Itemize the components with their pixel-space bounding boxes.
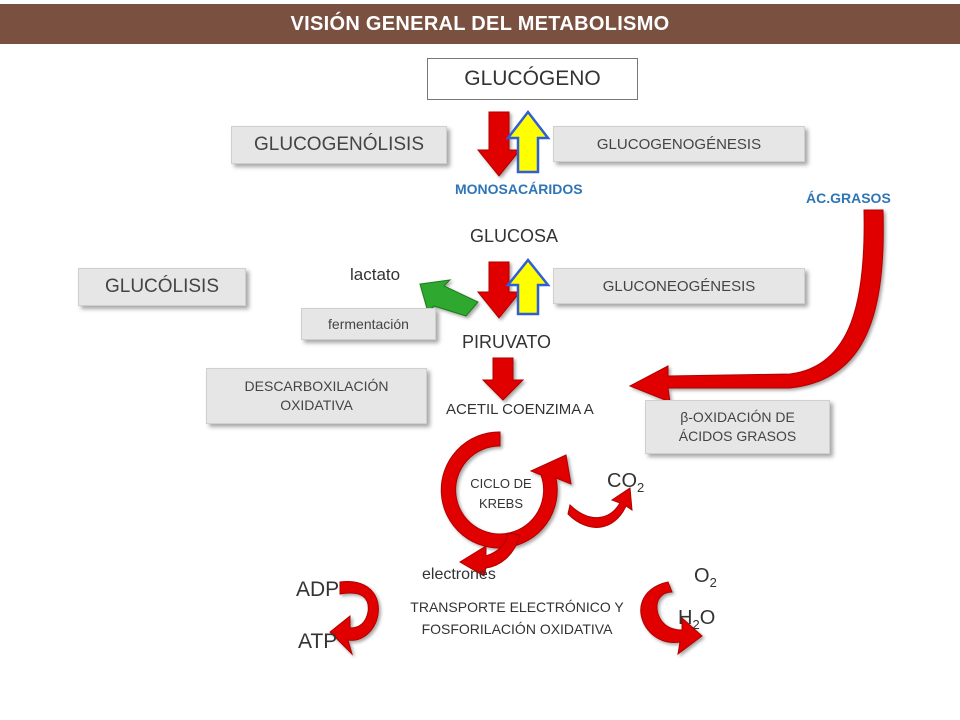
- glycogenolysis-arrow: [476, 111, 522, 177]
- krebs-electron-arrow: [459, 532, 521, 577]
- title-banner: VISIÓN GENERAL DEL METABOLISMO: [0, 4, 960, 44]
- krebs-cycle-label: CICLO DE KREBS: [460, 474, 542, 514]
- decarboxylation-arrow: [481, 357, 525, 401]
- h2o-label: H2O: [678, 607, 715, 632]
- decarboxylation-line-2: OXIDATIVA: [280, 397, 353, 413]
- glycogenesis-arrow: [505, 109, 551, 174]
- krebs-line-2: KREBS: [478, 496, 524, 511]
- glycolysis-arrow: [476, 261, 522, 319]
- o2-main: O: [694, 565, 710, 587]
- krebs-line-1: CICLO DE: [470, 476, 532, 491]
- decarboxylation-box: DESCARBOXILACIÓN OXIDATIVA: [206, 368, 427, 424]
- co2-subscript: 2: [637, 480, 645, 495]
- glycolysis-box: GLUCÓLISIS: [78, 268, 246, 306]
- beta-oxidation-line-2: ÁCIDOS GRASOS: [678, 428, 797, 444]
- h2o-subscript: 2: [692, 617, 700, 632]
- glucose-label: GLUCOSA: [470, 226, 559, 246]
- fermentation-arrow: [419, 279, 479, 317]
- glycogenolysis-box: GLUCOGENÓLISIS: [231, 126, 447, 164]
- gluconeogenesis-box: GLUCONEOGÉNESIS: [553, 268, 805, 304]
- decarboxylation-line-1: DESCARBOXILACIÓN: [244, 378, 389, 394]
- pyruvate-label: PIRUVATO: [462, 332, 552, 352]
- beta-oxidation-arrow: [628, 209, 884, 403]
- lactate-label: lactato: [350, 265, 401, 284]
- fatty-acids-label: ÁC.GRASOS: [806, 190, 891, 206]
- h2o-h: H: [678, 607, 693, 629]
- electrons-label: electrones: [422, 566, 496, 583]
- electron-transport-line-1: TRANSPORTE ELECTRÓNICO Y: [410, 599, 624, 615]
- co2-main: CO: [607, 470, 637, 492]
- acetyl-coa-label: ACETIL COENZIMA A: [446, 401, 594, 418]
- o2-subscript: 2: [709, 575, 717, 590]
- co2-label: CO2: [607, 470, 644, 495]
- beta-oxidation-box: β-OXIDACIÓN DE ÁCIDOS GRASOS: [645, 400, 830, 454]
- fermentation-box: fermentación: [301, 308, 436, 340]
- h2o-o: O: [699, 607, 716, 629]
- electron-transport-label: TRANSPORTE ELECTRÓNICO Y FOSFORILACIÓN O…: [380, 596, 654, 640]
- beta-oxidation-line-1: β-OXIDACIÓN DE: [680, 409, 795, 425]
- atp-label: ATP: [298, 630, 338, 653]
- o2-h2o-arrow: [640, 581, 703, 656]
- electron-transport-line-2: FOSFORILACIÓN OXIDATIVA: [421, 621, 613, 637]
- glycogenesis-box: GLUCOGENOGÉNESIS: [553, 126, 805, 162]
- adp-atp-arrow: [329, 581, 379, 656]
- glycogen-node: GLUCÓGENO: [427, 58, 638, 100]
- gluconeogenesis-arrow: [505, 257, 551, 316]
- o2-label: O2: [694, 565, 717, 590]
- adp-label: ADP: [296, 578, 340, 601]
- monosaccharides-label: MONOSACÁRIDOS: [455, 181, 583, 197]
- co2-release-arrow: [567, 487, 633, 528]
